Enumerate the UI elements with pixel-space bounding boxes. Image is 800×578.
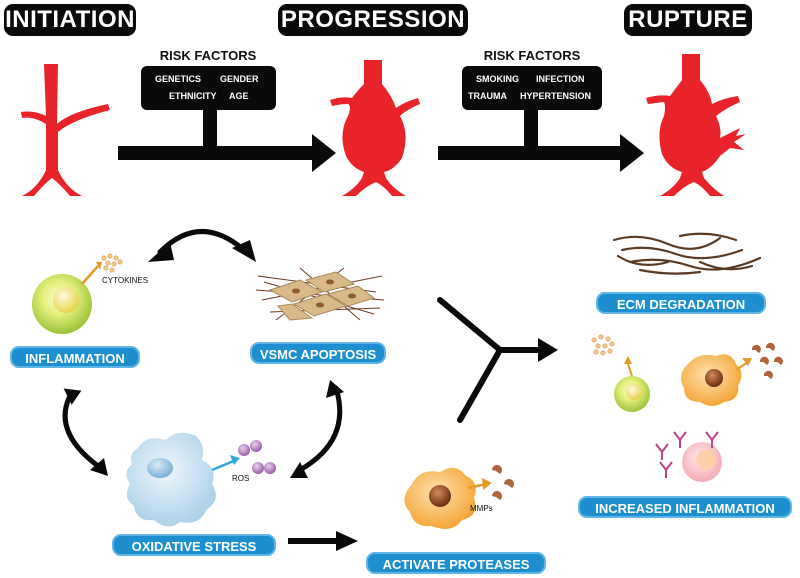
risk-factor-item: INFECTION bbox=[536, 74, 585, 84]
activate-proteases-label: ACTIVATE PROTEASES bbox=[366, 552, 546, 574]
artery-aneurysm-icon bbox=[330, 60, 420, 196]
inflammatory-cell-icon bbox=[32, 253, 123, 334]
ros-molecules-icon bbox=[238, 440, 276, 474]
protease-arrow bbox=[288, 531, 358, 551]
smooth-muscle-sheet-icon bbox=[255, 267, 385, 321]
increased-inflammation-label: INCREASED INFLAMMATION bbox=[578, 496, 792, 518]
mmps-label: MMPs bbox=[470, 504, 493, 513]
risk-factor-item: AGE bbox=[229, 91, 249, 101]
ecm-fibers-icon bbox=[612, 232, 762, 275]
cycle-arrowheads bbox=[63, 240, 344, 478]
risk-factor-item: HYPERTENSION bbox=[520, 91, 592, 101]
risk-factor-item: GENETICS bbox=[155, 74, 202, 84]
antibody-icon bbox=[655, 431, 719, 478]
risk-factor-item: SMOKING bbox=[476, 74, 520, 84]
converging-arrow bbox=[437, 297, 543, 423]
ros-label: ROS bbox=[232, 474, 250, 483]
ecm-degradation-label: ECM DEGRADATION bbox=[596, 292, 766, 314]
inflammation-label: INFLAMMATION bbox=[10, 346, 140, 368]
stage-title-initiation: INITIATION bbox=[4, 4, 136, 36]
risk-factors-heading-1: RISK FACTORS bbox=[159, 48, 257, 63]
oxidative-cell-icon bbox=[126, 432, 276, 527]
risk-factors-box-1: GENETICS GENDER ETHNICITY AGE bbox=[141, 66, 276, 110]
risk-factors-box-2: SMOKING INFECTION TRAUMA HYPERTENSION bbox=[462, 66, 602, 110]
rupture-arrow bbox=[438, 110, 644, 172]
cytokines-label: CYTOKINES bbox=[102, 276, 149, 285]
stage-title-progression: PROGRESSION bbox=[278, 4, 468, 36]
progression-arrow bbox=[118, 110, 336, 172]
artery-ruptured-icon bbox=[646, 54, 746, 196]
vsmc-apoptosis-label: VSMC APOPTOSIS bbox=[250, 342, 386, 364]
outcome-pink-cell-icon bbox=[655, 431, 722, 482]
outcome-green-cell-icon bbox=[591, 334, 650, 412]
risk-factor-item: TRAUMA bbox=[468, 91, 507, 101]
artery-normal-icon bbox=[21, 64, 110, 196]
oxidative-stress-label: OXIDATIVE STRESS bbox=[112, 534, 276, 556]
risk-factor-item: GENDER bbox=[220, 74, 259, 84]
converging-arrowhead bbox=[538, 338, 558, 362]
risk-factor-item: ETHNICITY bbox=[169, 91, 217, 101]
outcome-orange-cell-icon bbox=[681, 342, 783, 406]
protease-cell-icon bbox=[404, 465, 514, 529]
risk-factors-heading-2: RISK FACTORS bbox=[483, 48, 581, 63]
stage-title-rupture: RUPTURE bbox=[624, 4, 752, 36]
